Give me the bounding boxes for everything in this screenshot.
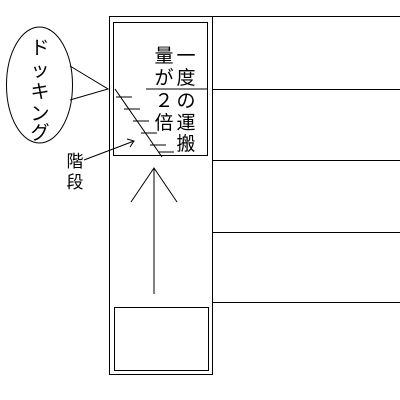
callout-char: キ: [30, 81, 49, 103]
arrow-head: [130, 167, 178, 203]
callout-char: ン: [30, 103, 49, 125]
floor-lines: [212, 16, 400, 303]
note-char: ２: [154, 90, 173, 112]
vertical-note: 一 度 の 運 搬 量 が ２ 倍: [154, 45, 195, 155]
stair-label: 階 段: [67, 138, 135, 193]
stair-leader-tick: [126, 138, 135, 148]
note-char: 一: [176, 45, 195, 67]
callout-ellipse: [6, 26, 73, 144]
note-char: の: [176, 90, 195, 112]
stair-label-char: 段: [67, 173, 84, 193]
callout-char: グ: [30, 122, 49, 144]
note-char: 搬: [176, 133, 195, 155]
note-char: 倍: [154, 112, 173, 134]
outer-shaft-frame: [109, 16, 213, 375]
stair-steps: [114, 88, 207, 158]
docking-callout: ド ッ キ ン グ: [6, 26, 110, 144]
bottom-box: [114, 307, 209, 371]
note-char: 度: [176, 67, 195, 89]
stair-leader: [83, 140, 135, 161]
up-arrow: [130, 167, 178, 294]
callout-pointer: [69, 65, 110, 101]
callout-char: ド: [30, 37, 49, 59]
callout-char: ッ: [30, 59, 49, 81]
note-char: 運: [176, 112, 195, 134]
note-char: 量: [154, 45, 173, 67]
stair-diagonal: [114, 88, 163, 158]
note-char: が: [154, 67, 173, 89]
stair-label-char: 階: [67, 152, 84, 172]
